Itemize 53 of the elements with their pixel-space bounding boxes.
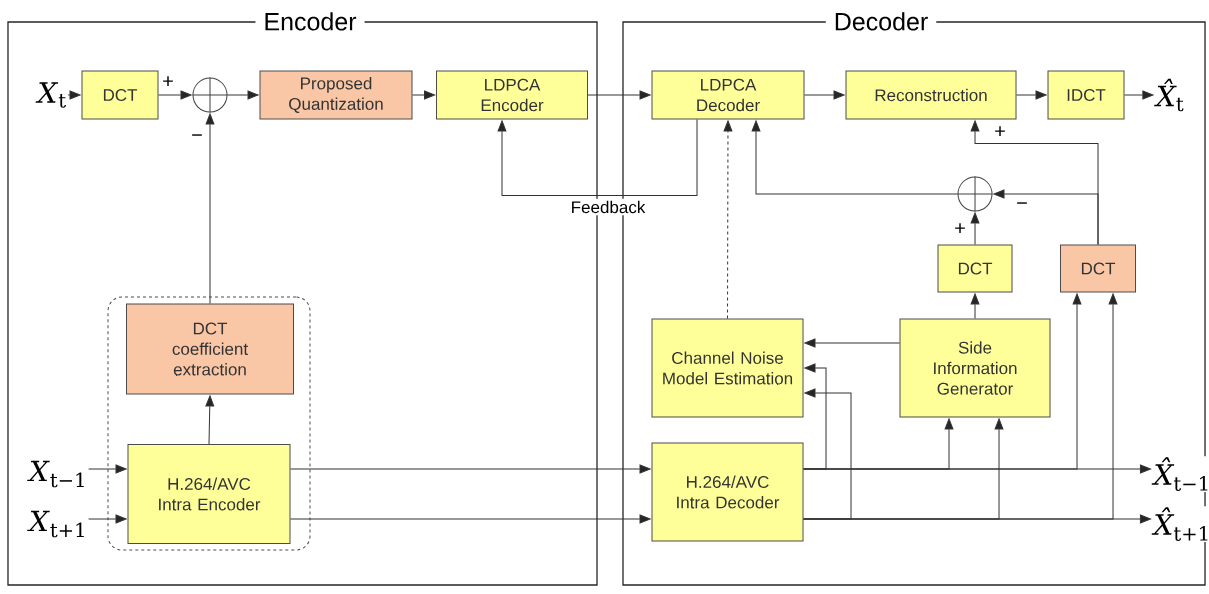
process-box: Channel Noise Model Estimation [651, 318, 804, 418]
arrow [497, 119, 698, 196]
process-box: LDPCA Decoder [651, 70, 805, 120]
process-box: LDPCA Encoder [436, 70, 588, 120]
signal-label: X̂$_{t−1}$ [1151, 456, 1209, 492]
process-box: Reconstruction [845, 70, 1017, 120]
arrow [205, 113, 215, 304]
arrow [803, 363, 827, 470]
process-box: DCT [937, 244, 1013, 293]
signal-label: X̂$_{t}$ [1154, 77, 1186, 113]
arrow [1124, 90, 1154, 100]
arrow [227, 90, 259, 100]
arrow [970, 293, 980, 319]
summing-junction [192, 77, 228, 113]
process-box: Side Information Generator [899, 318, 1051, 418]
edge-label: Feedback [568, 198, 648, 216]
dashed-group-box [107, 296, 311, 551]
arrow [587, 90, 651, 100]
arrow [970, 212, 980, 245]
arrow [158, 90, 192, 100]
arrow [803, 464, 1151, 474]
arrow [290, 514, 651, 524]
arrow [67, 90, 81, 100]
signal-label: X$_{t}$ [35, 81, 68, 109]
arrow [970, 120, 1099, 245]
signal-label: X$_{t+1}$ [27, 509, 89, 539]
arrow [751, 120, 958, 195]
sign-label: + [995, 126, 1005, 136]
arrow [88, 514, 127, 524]
arrow [88, 464, 127, 474]
summing-junction [957, 176, 993, 212]
arrow [803, 388, 852, 520]
process-box: H.264/AVC Intra Encoder [127, 444, 291, 544]
sign-label: + [163, 76, 173, 86]
signal-label: X̂$_{t+1}$ [1151, 506, 1209, 542]
arrow [290, 464, 651, 474]
arrow [803, 514, 1151, 524]
process-box: IDCT [1047, 70, 1125, 120]
arrow [412, 90, 436, 100]
dashed-arrow [723, 120, 733, 319]
sign-label: − [1017, 202, 1027, 204]
arrow [1016, 90, 1047, 100]
process-box: DCT [81, 70, 159, 120]
arrow [205, 395, 215, 445]
sign-label: + [955, 223, 965, 233]
arrow [804, 90, 845, 100]
process-box: Proposed Quantization [259, 70, 413, 120]
sign-label: − [192, 134, 202, 136]
process-box: DCT [1060, 244, 1136, 293]
process-box: H.264/AVC Intra Decoder [651, 442, 804, 542]
process-box: DCT coefficient extraction [126, 303, 294, 395]
signal-label: X$_{t−1}$ [27, 459, 89, 489]
arrow [804, 338, 900, 348]
